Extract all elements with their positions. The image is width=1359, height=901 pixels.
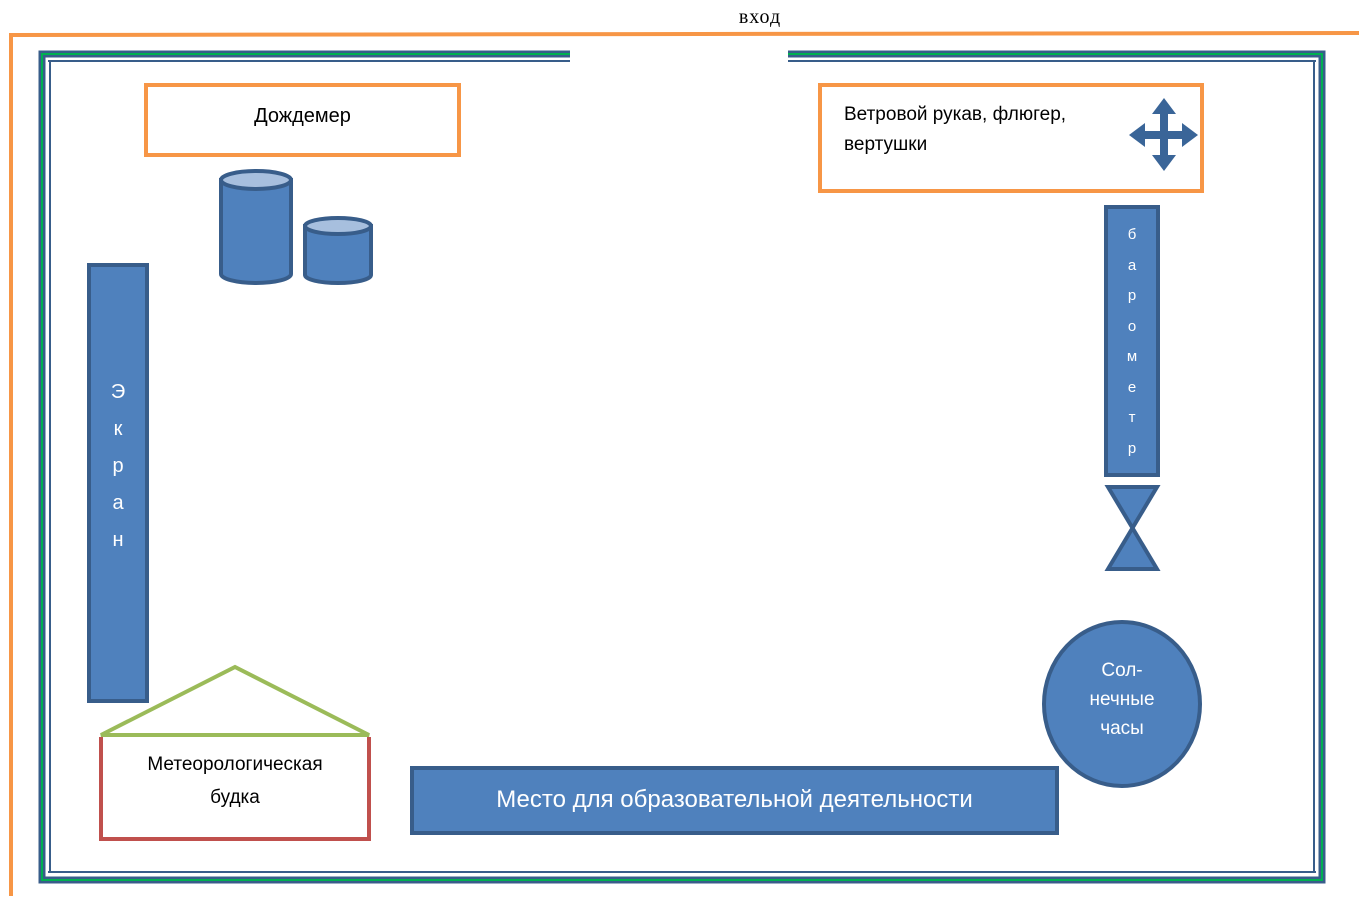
cylinder-large-top [219, 169, 293, 191]
screen-letter: а [112, 492, 124, 514]
rain-gauge-label: Дождемер [254, 105, 351, 127]
outer-boundary [9, 31, 1359, 896]
barometer-letter: е [1127, 378, 1137, 396]
wind-label-line-1: Ветровой рукав, флюгер, [844, 104, 1067, 125]
hourglass-icon [1104, 485, 1161, 571]
sundial-label-line-1: Сол- [1101, 660, 1143, 681]
screen-letter: Э [110, 381, 126, 403]
barometer-letter: р [1127, 287, 1137, 304]
four-way-arrow-icon [1129, 98, 1198, 171]
weather-booth-label-line-2: будка [210, 787, 260, 808]
barometer-letter: б [1127, 226, 1137, 243]
screen-bar [87, 263, 149, 703]
screen-letter: р [112, 455, 124, 477]
barometer-letter: т [1128, 409, 1136, 426]
wind-label-line-2: вертушки [844, 134, 928, 156]
weather-booth-label: Метеорологическая будка [101, 748, 369, 814]
sundial-label-line-3: часы [1100, 718, 1144, 739]
sundial-label-line-2: нечные [1089, 689, 1155, 710]
barometer-bar [1104, 205, 1160, 477]
screen-letter: к [113, 418, 123, 440]
wind-label: Ветровой рукав, флюгер, вертушки [844, 100, 1134, 161]
screen-letter: н [112, 529, 124, 551]
barometer-letter: о [1127, 317, 1137, 335]
education-area-box [410, 766, 1059, 835]
weather-booth-walls [99, 737, 371, 841]
weather-booth-label-line-1: Метеорологическая [147, 754, 323, 775]
cylinder-small-top [303, 216, 373, 236]
rain-gauge-cylinders [219, 169, 373, 285]
barometer-letter: м [1126, 348, 1138, 365]
fence-inner-line [41, 53, 1323, 881]
rain-gauge-label-box [144, 83, 461, 157]
barometer-letter: р [1127, 439, 1137, 457]
fence [38, 50, 1326, 884]
entrance-label: вход [738, 6, 782, 28]
barometer-letter: а [1127, 256, 1137, 274]
sundial-circle [1042, 620, 1202, 788]
cylinder-large [219, 178, 293, 285]
weather-booth-roof [100, 664, 370, 737]
cylinder-small [303, 224, 373, 285]
education-area-label: Место для образовательной деятельности [496, 786, 973, 813]
sundial-label: Сол- нечные часы [1044, 656, 1200, 743]
